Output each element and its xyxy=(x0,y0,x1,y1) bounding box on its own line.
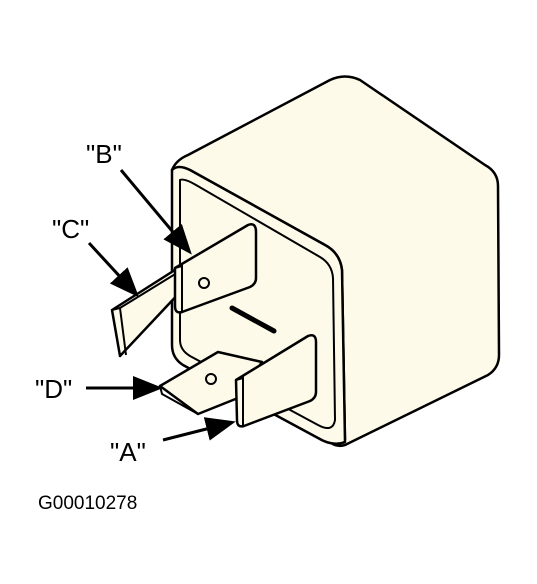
relay-front-rim xyxy=(179,178,337,430)
arrow-c xyxy=(87,241,140,298)
terminal-b-hole xyxy=(198,277,210,289)
terminal-b xyxy=(173,223,258,314)
label-a: "A" xyxy=(110,437,146,467)
relay-slot xyxy=(229,305,277,334)
label-b: "B" xyxy=(86,139,122,169)
figure-id: G00010278 xyxy=(38,493,137,514)
leader-arrows xyxy=(86,169,236,442)
label-c: "C" xyxy=(52,214,89,244)
label-d: "D" xyxy=(35,374,72,404)
terminal-a xyxy=(234,334,318,428)
arrow-b xyxy=(119,169,192,255)
terminal-d-hole xyxy=(205,373,217,385)
arrow-a xyxy=(162,417,236,442)
